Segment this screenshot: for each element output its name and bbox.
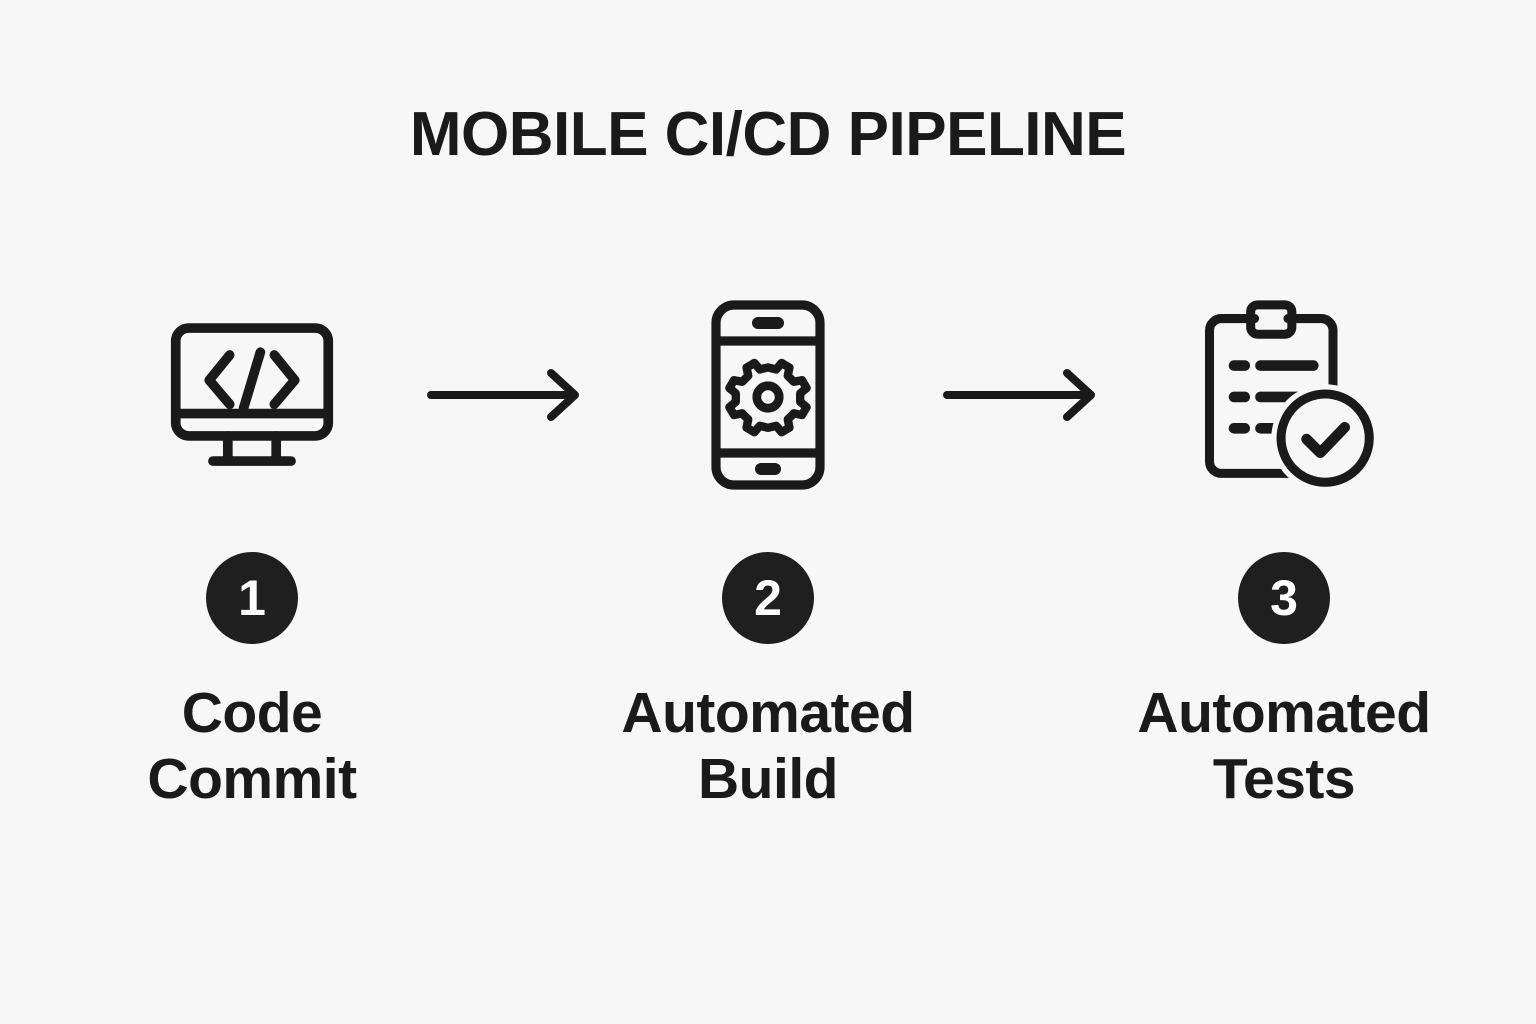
step-label-3: Automated Tests <box>1137 681 1431 812</box>
step-badge-2: 2 <box>722 552 814 644</box>
step-badge-3: 3 <box>1238 552 1330 644</box>
arrow-2-to-3 <box>933 290 1119 500</box>
step-label-2: Automated Build <box>621 681 915 812</box>
clipboard-check-icon <box>1184 290 1384 500</box>
pipeline-row: 1 Code Commit <box>0 290 1536 850</box>
page-title: MOBILE CI/CD PIPELINE <box>409 100 1127 169</box>
monitor-code-icon <box>152 290 352 500</box>
mobile-gear-icon <box>668 290 868 500</box>
pipeline-step-3[interactable]: 3 Automated Tests <box>1119 290 1449 812</box>
step-badge-1: 1 <box>206 552 298 644</box>
arrow-1-to-2 <box>417 290 603 500</box>
pipeline-step-1[interactable]: 1 Code Commit <box>87 290 417 812</box>
step-label-1: Code Commit <box>147 681 357 812</box>
pipeline-step-2[interactable]: 2 Automated Build <box>603 290 933 812</box>
